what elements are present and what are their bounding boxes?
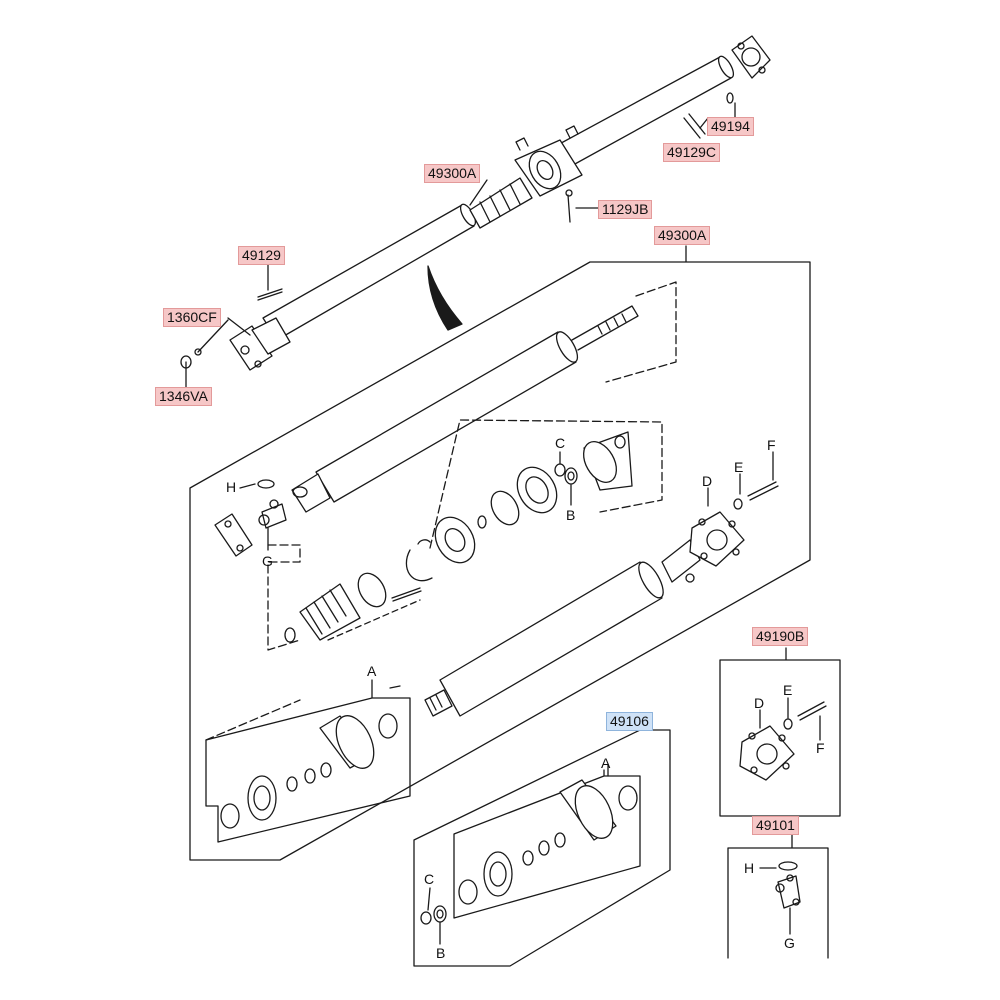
flex-coupling-detail-49190B — [719, 647, 841, 817]
label-G-main: G — [262, 553, 273, 569]
propeller-shaft-assembly — [180, 35, 771, 389]
label-D-49190B: D — [754, 695, 765, 711]
universal-joint-detail-49101 — [727, 833, 829, 959]
front-slip-shaft — [291, 281, 677, 513]
front-cross-joint — [214, 479, 287, 557]
callout-49194[interactable]: 49194 — [707, 117, 754, 136]
callout-1129JB[interactable]: 1129JB — [598, 200, 653, 219]
center-bearing-detail-49106 — [413, 729, 671, 967]
callout-49129[interactable]: 49129 — [238, 246, 285, 265]
callout-49300A-detail[interactable]: 49300A — [654, 226, 711, 245]
label-F-49190B: F — [816, 740, 825, 756]
callout-49106[interactable]: 49106 — [606, 712, 653, 731]
callout-49101[interactable]: 49101 — [752, 816, 799, 835]
rear-shaft-coupling — [424, 451, 779, 717]
exploded-detail-frame — [189, 245, 811, 861]
callout-1346VA[interactable]: 1346VA — [155, 387, 212, 406]
cv-joint-components — [267, 419, 663, 651]
label-A-49106: A — [601, 755, 611, 771]
label-A-main: A — [367, 663, 377, 679]
label-B-main: B — [566, 507, 576, 523]
callout-49190B[interactable]: 49190B — [752, 627, 809, 646]
callout-49300A-top[interactable]: 49300A — [424, 164, 481, 183]
callout-1360CF[interactable]: 1360CF — [163, 308, 221, 327]
label-H-main: H — [226, 479, 237, 495]
label-E-49190B: E — [783, 682, 793, 698]
callout-49129C[interactable]: 49129C — [663, 143, 721, 162]
label-B-49106: B — [436, 945, 446, 961]
label-G-49101: G — [784, 935, 795, 951]
label-H-49101: H — [744, 860, 755, 876]
center-bearing-assembly — [205, 679, 411, 843]
label-E-main: E — [734, 459, 744, 475]
label-C-49106: C — [424, 871, 435, 887]
label-D-main: D — [702, 473, 713, 489]
label-C-main: C — [555, 435, 566, 451]
label-F-main: F — [767, 437, 776, 453]
